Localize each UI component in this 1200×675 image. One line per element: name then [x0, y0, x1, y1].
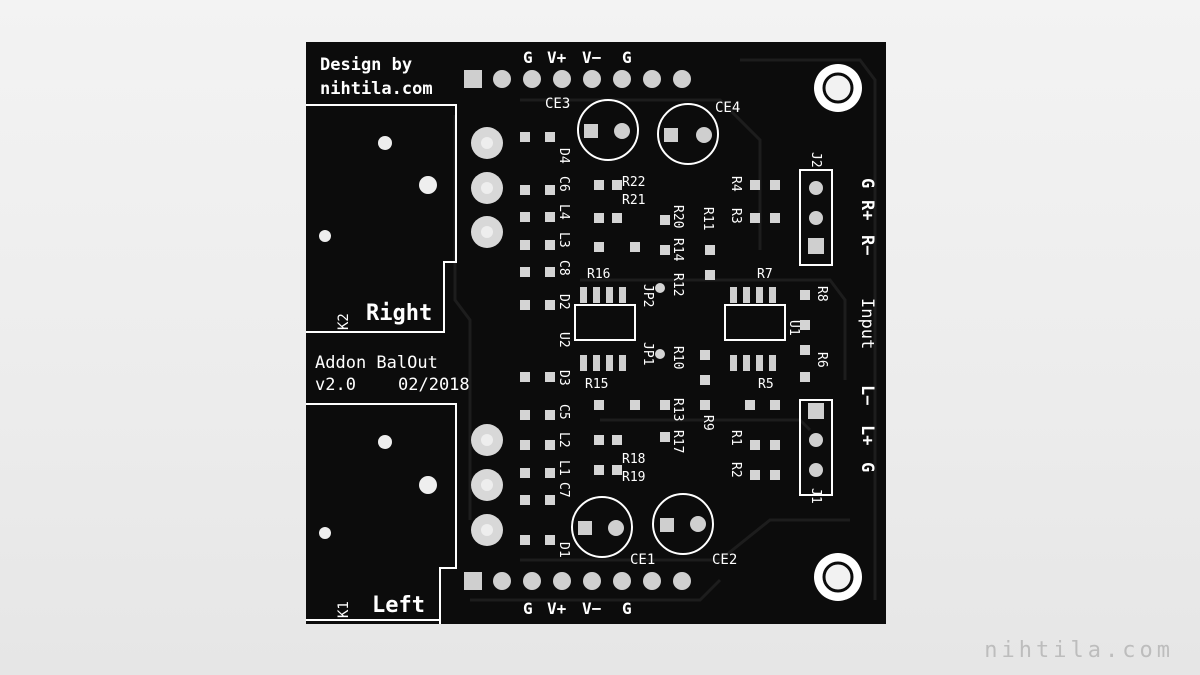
label-l1: L1 — [556, 460, 571, 476]
label-r17: R17 — [670, 430, 685, 453]
label-r19: R19 — [622, 470, 645, 485]
label-c6: C6 — [556, 176, 571, 192]
top-pin-label-vplus: V+ — [547, 48, 567, 67]
label-c8: C8 — [556, 260, 571, 276]
label-d3: D3 — [556, 370, 571, 386]
bottom-pin-label-g2: G — [622, 599, 632, 618]
label-r12: R12 — [670, 273, 685, 296]
right-edge-bottom-g: G — [857, 462, 877, 472]
bottom-pin-label-vminus: V− — [582, 599, 602, 618]
top-pin-label-g2: G — [622, 48, 632, 67]
label-r3: R3 — [728, 208, 743, 224]
label-u1: U1 — [786, 320, 801, 336]
right-edge-r-plus: R+ — [857, 200, 877, 220]
product-name: Addon BalOut — [315, 353, 438, 373]
label-r21: R21 — [622, 193, 645, 208]
right-channel-label: Right — [366, 301, 432, 326]
label-c5: C5 — [556, 404, 571, 420]
ic-pads — [580, 287, 776, 371]
label-d4: D4 — [556, 148, 571, 164]
jack-holes — [319, 136, 437, 539]
left-channel-label: Left — [372, 593, 425, 618]
label-ce2: CE2 — [712, 552, 737, 568]
label-r8: R8 — [814, 286, 829, 302]
label-r5: R5 — [758, 377, 774, 392]
right-edge-r-minus: R− — [857, 235, 877, 255]
label-u2: U2 — [556, 332, 571, 348]
label-r11: R11 — [700, 207, 715, 230]
label-r15: R15 — [585, 377, 608, 392]
connector-k1-label: K1 — [336, 601, 352, 618]
top-pin-label-vminus: V− — [582, 48, 602, 67]
label-r13: R13 — [670, 398, 685, 421]
label-jp2: JP2 — [640, 284, 655, 307]
label-r2: R2 — [728, 462, 743, 478]
right-edge-l-minus: L− — [857, 385, 877, 405]
label-l2: L2 — [556, 432, 571, 448]
bottom-pin-label-vplus: V+ — [547, 599, 567, 618]
connector-k2-label: K2 — [336, 313, 352, 330]
right-edge-l-plus: L+ — [857, 425, 877, 445]
design-credit-line2: nihtila.com — [320, 79, 433, 99]
label-c7: C7 — [556, 482, 571, 498]
label-r16: R16 — [587, 267, 610, 282]
watermark: nihtila.com — [984, 638, 1174, 663]
bottom-pin-label-g1: G — [523, 599, 533, 618]
design-credit-line1: Design by — [320, 55, 412, 75]
label-r14: R14 — [670, 238, 685, 262]
label-j1: J1 — [808, 488, 823, 504]
label-ce1: CE1 — [630, 552, 655, 568]
label-l3: L3 — [556, 232, 571, 248]
label-l4: L4 — [556, 204, 571, 220]
label-jp1: JP1 — [640, 342, 655, 365]
right-edge-top-g: G — [857, 178, 877, 188]
label-r10: R10 — [670, 346, 685, 369]
label-r22: R22 — [622, 175, 645, 190]
label-ce3: CE3 — [545, 96, 570, 112]
label-r4: R4 — [728, 176, 743, 192]
label-r20: R20 — [670, 205, 685, 228]
top-pin-label-g1: G — [523, 48, 533, 67]
label-j2: J2 — [808, 152, 823, 168]
mounting-holes — [814, 64, 862, 601]
label-r9: R9 — [700, 415, 715, 431]
capacitor-pads — [578, 123, 712, 536]
header-pads — [808, 181, 824, 477]
label-r6: R6 — [814, 352, 829, 368]
label-d2: D2 — [556, 294, 571, 310]
label-r7: R7 — [757, 267, 773, 282]
label-r18: R18 — [622, 452, 645, 467]
product-version: v2.0 — [315, 375, 356, 395]
top-header-pins — [464, 70, 691, 88]
silkscreen-outline — [306, 104, 833, 624]
label-r1: R1 — [728, 430, 743, 446]
input-label: Input — [857, 298, 877, 349]
electrolytic-capacitors — [571, 99, 719, 558]
bottom-header-pins — [464, 572, 691, 590]
jack-pads — [471, 127, 503, 546]
smd-pads — [520, 132, 810, 545]
label-d1: D1 — [556, 542, 571, 558]
product-date: 02/2018 — [398, 375, 470, 395]
label-ce4: CE4 — [715, 100, 740, 116]
